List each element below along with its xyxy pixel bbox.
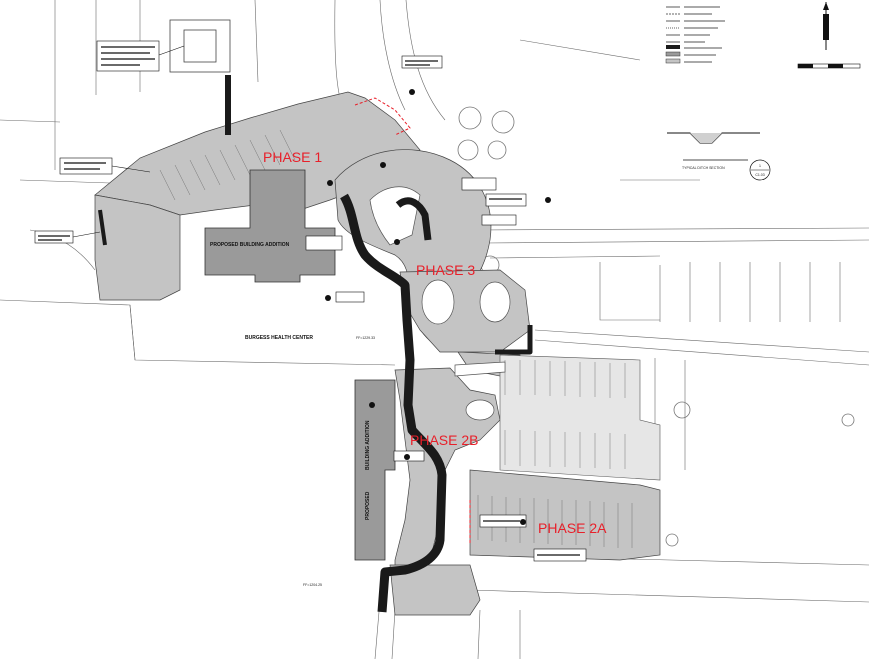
tree-icon [665,533,679,547]
tree-icon [491,110,515,134]
sign-icon [327,180,333,186]
sign-icon [325,295,331,301]
north-arrow [823,2,829,50]
callout-notes [34,40,587,562]
buildings [204,169,396,561]
finished-floor-upper-label: FF=1229.33 [356,336,375,340]
phase-2a-label: PHASE 2A [538,520,607,536]
sign-icon [520,519,526,525]
tree-icon [841,413,855,427]
typical-ditch-section: TYPICAL DITCH SECTION 1 C1.03 [667,132,771,181]
proposed-vertical-label: PROPOSED [365,491,371,520]
phase-1-limits [354,97,471,545]
phase-1-label: PHASE 1 [263,149,322,165]
building-addition-vertical-label: BUILDING ADDITION [365,420,371,470]
landscape-islands [369,186,511,421]
paved-areas [94,91,661,616]
sign-markers [325,89,551,525]
typical-ditch-section-label: TYPICAL DITCH SECTION [682,166,725,170]
sign-icon [369,402,375,408]
tree-icon [457,139,479,161]
sign-icon [394,239,400,245]
tree-icon [458,106,482,130]
graphic-scale [797,63,861,69]
tree-icon [487,140,507,160]
sign-icon [409,89,415,95]
proposed-building-addition-label: PROPOSED BUILDING ADDITION [210,242,290,248]
phase-2b-label: PHASE 2B [410,432,478,448]
sign-icon [380,162,386,168]
detail-callout-number: 1 [759,164,761,168]
burgess-health-center-label: BURGESS HEALTH CENTER [245,335,313,341]
tree-icon [673,401,691,419]
parking-lot [499,354,661,481]
legend [665,6,725,64]
parking-stall-lines [159,129,633,548]
heavy-walk-lines [98,75,533,613]
proposed-building-addition-north [204,169,336,283]
sign-icon [404,454,410,460]
proposed-building-addition-south [354,379,396,561]
north-arrow-icon [823,2,829,10]
phase-3-label: PHASE 3 [416,262,475,278]
sign-icon [545,197,551,203]
building-outline-small [169,19,231,73]
finished-floor-lower-label: FF=1204.25 [303,583,322,587]
detail-callout-sheet: C1.03 [755,173,764,177]
